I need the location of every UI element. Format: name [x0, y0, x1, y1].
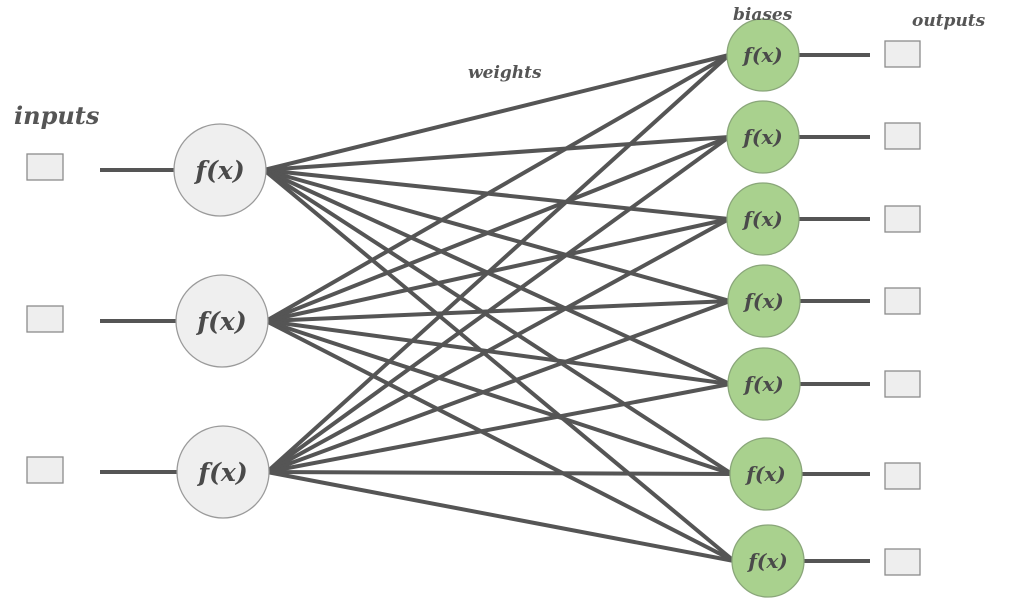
input-neuron-function-1: f(x)	[193, 156, 244, 185]
output-box-6	[884, 462, 921, 490]
weight-line-2-6	[265, 319, 733, 476]
weight-line-1-4	[263, 168, 731, 303]
outputs-label: outputs	[912, 11, 986, 31]
output-box-2	[884, 122, 921, 150]
output-neuron-function-2: f(x)	[741, 125, 782, 149]
weight-line-1-3	[263, 168, 730, 221]
weight-line-2-1	[265, 53, 730, 323]
output-neuron-1	[726, 18, 800, 92]
io-boxes	[26, 40, 921, 576]
weight-line-3-6	[266, 470, 733, 476]
weight-line-2-3	[265, 217, 730, 323]
output-neuron-6	[729, 437, 803, 511]
weight-connections	[262, 53, 736, 563]
io-wires	[100, 53, 870, 563]
output-box-1	[884, 40, 921, 68]
inputs-label: inputs	[14, 101, 100, 130]
output-box-4	[884, 287, 921, 315]
weight-line-3-1	[265, 53, 731, 474]
weight-line-3-4	[266, 299, 731, 474]
output-neuron-function-5: f(x)	[742, 372, 783, 396]
output-neuron-function-3: f(x)	[741, 207, 782, 231]
weight-line-1-7	[262, 168, 736, 563]
weight-line-3-3	[266, 217, 730, 474]
weight-line-3-7	[266, 470, 735, 563]
output-neuron-function-1: f(x)	[741, 43, 782, 67]
weight-line-1-2	[263, 135, 730, 172]
input-box-2	[26, 305, 64, 333]
output-neuron-function-6: f(x)	[744, 462, 785, 486]
weight-line-1-5	[263, 168, 731, 386]
input-neuron-function-3: f(x)	[196, 458, 247, 487]
input-box-1	[26, 153, 64, 181]
weight-line-3-5	[266, 382, 731, 474]
output-neuron-4	[727, 264, 801, 338]
weights-label: weights	[468, 63, 542, 83]
output-neuron-2	[726, 100, 800, 174]
weight-line-1-1	[263, 53, 730, 172]
output-neuron-7	[731, 524, 805, 598]
input-box-3	[26, 456, 64, 484]
neurons: f(x) f(x) f(x) f(x) f(x) f(x) f(x) f(x) f(x) f(x)	[173, 18, 805, 598]
biases-label: biases	[733, 5, 793, 25]
weight-line-2-5	[265, 319, 731, 386]
weight-line-2-7	[265, 319, 735, 563]
output-box-3	[884, 205, 921, 233]
input-neuron-function-2: f(x)	[195, 307, 246, 336]
weight-line-1-6	[262, 168, 734, 476]
input-neuron-3	[176, 425, 270, 519]
output-neuron-5	[727, 347, 801, 421]
weight-line-2-2	[265, 135, 730, 323]
input-neuron-2	[175, 274, 269, 368]
output-box-5	[884, 370, 921, 398]
output-neuron-function-7: f(x)	[746, 549, 787, 573]
weight-line-2-4	[265, 299, 731, 323]
input-neuron-1	[173, 123, 267, 217]
weight-line-3-2	[265, 135, 731, 474]
output-box-7	[884, 548, 921, 576]
output-neuron-function-4: f(x)	[742, 289, 783, 313]
output-neuron-3	[726, 182, 800, 256]
